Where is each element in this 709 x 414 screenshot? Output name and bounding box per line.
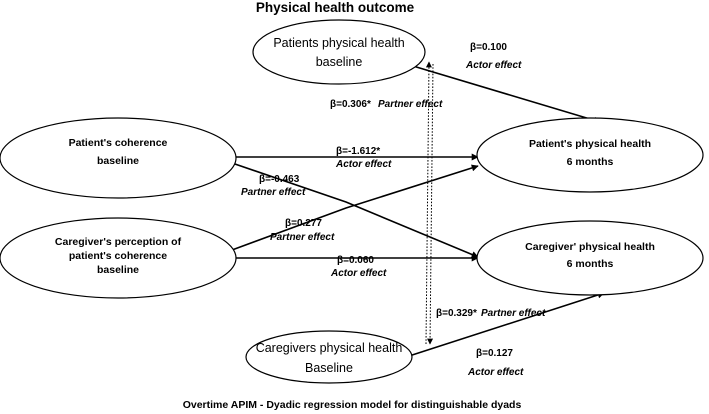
path-beta-label: β=0.100 <box>470 42 507 53</box>
node-label-line: 6 months <box>567 258 614 270</box>
node-label-line: Baseline <box>305 361 353 375</box>
node-label-line: Caregivers physical health <box>256 341 403 355</box>
path-effect-label: Actor effect <box>465 60 522 71</box>
node-label-line: Caregiver's perception of <box>55 236 182 248</box>
path-beta-label: β=0.127 <box>476 348 513 359</box>
node-label-line: Patient's physical health <box>529 138 651 150</box>
node-label-line: 6 months <box>567 156 614 168</box>
path-coherence-partner <box>231 162 479 258</box>
path-beta-label: β=-1.612* <box>336 146 380 157</box>
node-caregiver-ph-6m: Caregiver' physical health 6 months <box>476 220 704 296</box>
path-perception-partner <box>231 164 479 251</box>
node-label-line: patient's coherence <box>69 250 167 262</box>
path-beta-label: β=0.306* <box>330 99 371 110</box>
diagram-caption: Overtime APIM - Dyadic regression model … <box>183 399 522 411</box>
node-label-line: Patient's coherence <box>69 137 168 149</box>
path-effect-label: Partner effect <box>378 99 443 110</box>
path-effect-label: Partner effect <box>481 308 546 319</box>
path-effect-label: Partner effect <box>241 187 306 198</box>
path-beta-label: β=0.060 <box>337 255 374 266</box>
path-effect-label: Actor effect <box>335 159 392 170</box>
node-label-line: Caregiver' physical health <box>525 241 655 253</box>
path-patient-ph-actor <box>412 65 601 124</box>
node-caregiver-ph-baseline: Caregivers physical health Baseline <box>245 330 413 384</box>
path-beta-label: β=-0.463 <box>259 174 300 185</box>
node-caregiver-perception: Caregiver's perception of patient's cohe… <box>0 217 237 299</box>
diagram-title: Physical health outcome <box>256 0 415 15</box>
node-patient-ph-baseline: Patients physical health baseline <box>252 19 426 85</box>
node-label-line: baseline <box>97 155 139 167</box>
path-caregiver-ph-partner <box>425 61 432 345</box>
path-beta-label: β=0.277 <box>285 218 322 229</box>
path-caregiver-ph-actor <box>405 291 605 358</box>
node-label-line: Patients physical health <box>273 36 404 50</box>
node-patient-ph-6m: Patient's physical health 6 months <box>476 117 704 193</box>
node-label-line: baseline <box>97 264 139 276</box>
path-effect-label: Partner effect <box>270 232 335 243</box>
path-beta-label: β=0.329* <box>436 308 477 319</box>
node-label-line: baseline <box>316 55 363 69</box>
path-effect-label: Actor effect <box>330 268 387 279</box>
path-effect-label: Actor effect <box>467 367 524 378</box>
node-patient-coherence: Patient's coherence baseline <box>0 117 237 199</box>
